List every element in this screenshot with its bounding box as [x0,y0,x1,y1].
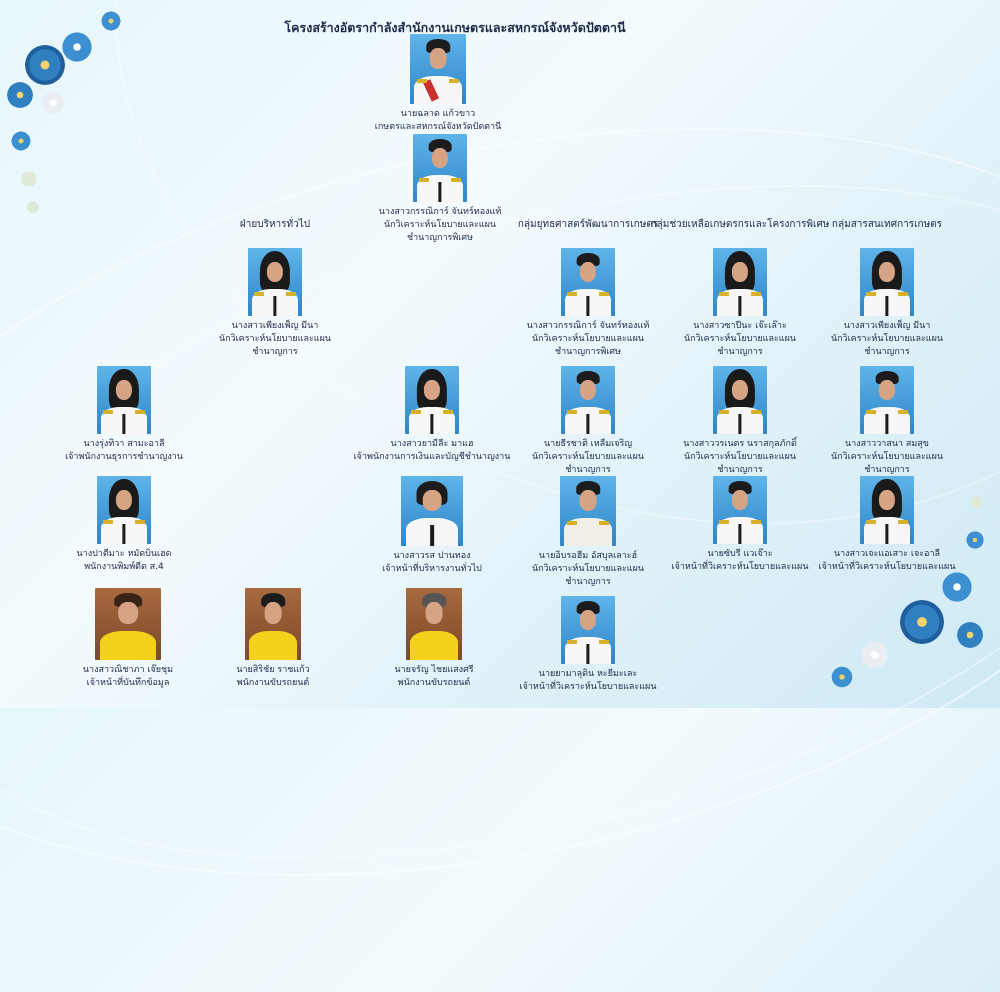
person-position: พนักงานขับรถยนต์ [397,678,471,688]
person-position: พนักงานพิมพ์ดีด ส.4 [84,562,164,572]
person-name: นายฉลาด แก้วขาว [400,109,476,119]
person-photo [406,588,462,660]
org-node: นางสาวเพียงเพ็ญ มีนา นักวิเคราะห์นโยบายแ… [185,248,365,359]
person-photo [401,476,463,546]
person-photo [713,248,767,316]
person-position: นักวิเคราะห์นโยบายและแผนชำนาญการ [830,334,944,357]
person-position: นักวิเคราะห์นโยบายและแผนชำนาญการ [218,334,332,357]
org-node: นางสาววรเนตร นราสกุลภักดิ์ นักวิเคราะห์น… [650,366,830,477]
person-photo [413,134,467,202]
person-name: นางสาวณิชาภา เจ๊ยชุม [82,665,174,675]
person-position: นักวิเคราะห์นโยบายและแผนชำนาญการ [683,452,797,475]
person-name: นายอิบรอฮีม อัสบุลเลาะฮ์ [538,551,638,561]
org-node: นางสาวเจะแอเสาะ เจะอาลี เจ้าหน้าที่วิเคร… [797,476,977,574]
person-position: เจ้าหน้าที่บริหารงานทั่วไป [382,564,482,574]
person-photo [860,366,914,434]
org-node: นางรุ่งทิวา สามะอาลี เจ้าพนักงานธุรการชำ… [34,366,214,464]
person-name: นายสิริชัย ราชแก้ว [236,665,310,675]
person-position: นักวิเคราะห์นโยบายและแผนชำนาญการพิเศษ [531,334,645,357]
person-position: เจ้าพนักงานการเงินและบัญชีชำนาญงาน [353,452,511,462]
person-name: นางสาวเพียงเพ็ญ มีนา [231,321,319,331]
person-position: เจ้าพนักงานธุรการชำนาญงาน [65,452,183,462]
person-position: นักวิเคราะห์นโยบายและแผนชำนาญการ [531,564,645,587]
person-photo [97,366,151,434]
person-photo [248,248,302,316]
person-name: นางสาวกรรณิการ์ จันทร์ทองแท้ [526,321,650,331]
org-node: นางสาวกรรณิการ์ จันทร์ทองแท้ นักวิเคราะห… [498,248,678,359]
person-name: นายซับรี แวเจ๊าะ [707,549,773,559]
org-node: นางสาวยามีลีะ มาแฮ เจ้าพนักงานการเงินและ… [342,366,522,464]
person-photo [561,366,615,434]
person-photo [860,248,914,316]
person-position: นักวิเคราะห์นโยบายและแผนชำนาญการ [830,452,944,475]
person-photo [245,588,301,660]
person-name: นางสาววรเนตร นราสกุลภักดิ์ [683,439,797,449]
person-position: เจ้าหน้าที่วิเคราะห์นโยบายและแผน [519,682,657,692]
person-position: นักวิเคราะห์นโยบายและแผนชำนาญการพิเศษ [383,220,497,243]
page-title: โครงสร้างอัตรากำลังสำนักงานเกษตรและสหกรณ… [284,20,626,35]
org-node: นางสาวณิชาภา เจ๊ยชุม เจ้าหน้าที่บันทึกข้… [38,588,218,690]
person-photo [561,596,615,664]
person-photo [860,476,914,544]
person-position: เจ้าหน้าที่วิเคราะห์นโยบายและแผน [671,562,809,572]
org-node: นายสิริชัย ราชแก้ว พนักงานขับรถยนต์ [183,588,363,690]
org-node-head: นายฉลาด แก้วขาว เกษตรและสหกรณ์จังหวัดปัต… [348,34,528,134]
org-node: นายซับรี แวเจ๊าะ เจ้าหน้าที่วิเคราะห์นโย… [650,476,830,574]
person-name: นางสาวกรรณิการ์ จันทร์ทองแท้ [378,207,502,217]
person-name: นางสาววาสนา สมสุข [845,439,929,449]
person-photo [560,476,616,546]
person-photo [97,476,151,544]
org-node: นางสาวรส ปานทอง เจ้าหน้าที่บริหารงานทั่ว… [342,476,522,576]
column-heading: ฝ่ายบริหารทั่วไป [239,219,311,230]
person-name: นางสาวยามีลีะ มาแฮ [390,439,474,449]
org-node: นายธีรชาติ เหลืมเจริญ นักวิเคราะห์นโยบาย… [498,366,678,477]
person-photo [405,366,459,434]
person-name: นางสาวรส ปานทอง [393,551,471,561]
column-heading: กลุ่มยุทธศาสตร์พัฒนาการเกษตร [517,219,659,230]
person-position: นักวิเคราะห์นโยบายและแผนชำนาญการ [531,452,645,475]
person-position: เจ้าหน้าที่บันทึกข้อมูล [86,678,170,688]
org-node: นายจรัญ ไชยแสงศรี พนักงานขับรถยนต์ [344,588,524,690]
person-name: นางสาวเพียงเพ็ญ มีนา [843,321,931,331]
org-node: นางสาวซาปีนะ เจ๊ะเล๊าะ นักวิเคราะห์นโยบา… [650,248,830,359]
org-node: นางสาวเพียงเพ็ญ มีนา นักวิเคราะห์นโยบายแ… [797,248,977,359]
org-node: นางปาตีมาะ หมัดบินเฮด พนักงานพิมพ์ดีด ส.… [34,476,214,574]
person-position: นักวิเคราะห์นโยบายและแผนชำนาญการ [683,334,797,357]
person-name: นางรุ่งทิวา สามะอาลี [83,439,165,449]
person-photo [713,476,767,544]
person-name: นายจรัญ ไชยแสงศรี [394,665,474,675]
column-heading: กลุ่มสารสนเทศการเกษตร [831,219,943,230]
person-photo [713,366,767,434]
person-name: นายธีรชาติ เหลืมเจริญ [544,439,632,449]
column-heading: กลุ่มช่วยเหลือเกษตรกรและโครงการพิเศษ [650,219,830,230]
org-node: นายยามาลุดิน หะยีมะเละ เจ้าหน้าที่วิเครา… [498,596,678,694]
person-photo [561,248,615,316]
person-position: เกษตรและสหกรณ์จังหวัดปัตตานี [374,122,502,132]
person-name: นางสาวเจะแอเสาะ เจะอาลี [833,549,941,559]
org-node: นายอิบรอฮีม อัสบุลเลาะฮ์ นักวิเคราะห์นโย… [498,476,678,589]
person-photo [410,34,466,104]
person-name: นางสาวซาปีนะ เจ๊ะเล๊าะ [693,321,787,331]
person-name: นางปาตีมาะ หมัดบินเฮด [76,549,172,559]
person-name: นายยามาลุดิน หะยีมะเละ [538,669,638,679]
person-position: เจ้าหน้าที่วิเคราะห์นโยบายและแผน [818,562,956,572]
person-position: พนักงานขับรถยนต์ [236,678,310,688]
org-node-deputy: นางสาวกรรณิการ์ จันทร์ทองแท้ นักวิเคราะห… [350,134,530,245]
person-photo [95,588,161,660]
org-node: นางสาววาสนา สมสุข นักวิเคราะห์นโยบายและแ… [797,366,977,477]
